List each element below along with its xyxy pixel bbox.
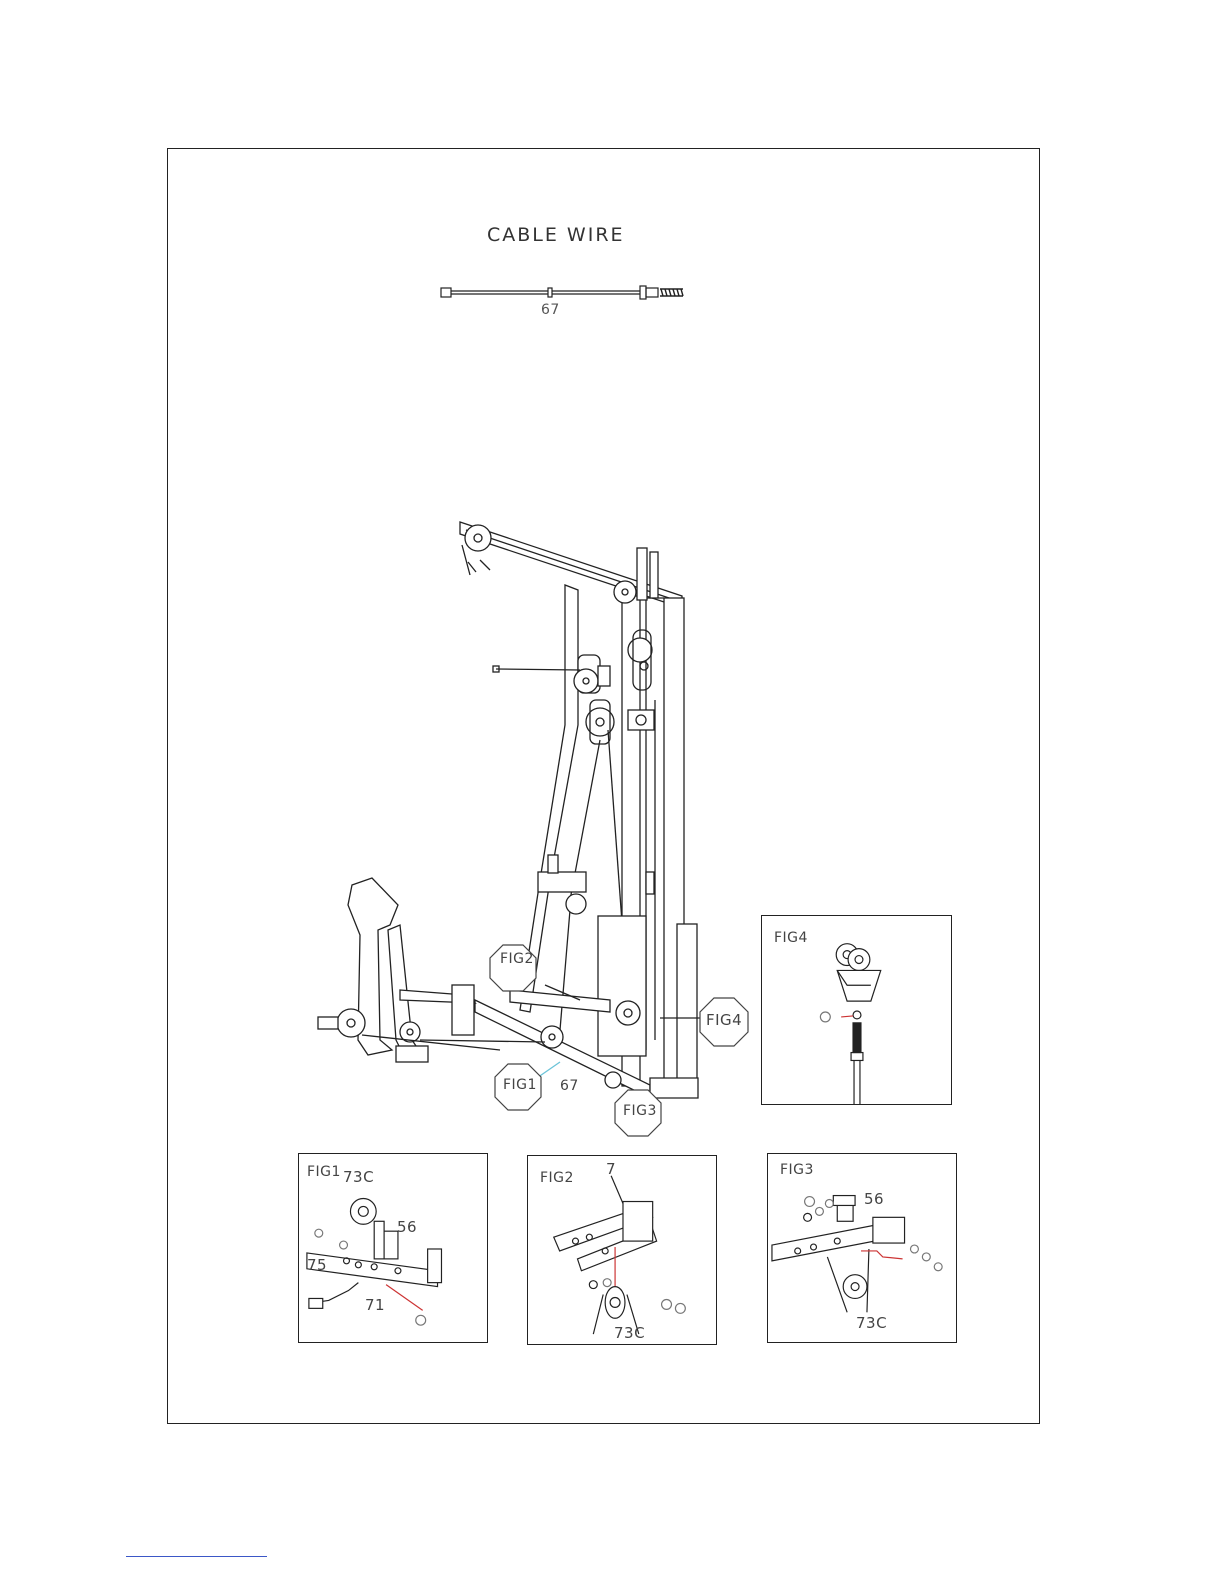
callout-cable-67: 67 — [560, 1078, 579, 1094]
callout-fig1: FIG1 — [503, 1077, 537, 1093]
fig2-part-7: 7 — [606, 1160, 616, 1178]
fig1-part-71: 71 — [365, 1296, 385, 1314]
fig2-part-73c: 73C — [614, 1324, 645, 1342]
callout-fig4: FIG4 — [706, 1011, 742, 1029]
fig2-label: FIG2 — [540, 1170, 574, 1186]
fig4-detail: FIG4 — [761, 915, 952, 1105]
fig2-detail: FIG2 7 73C — [527, 1155, 717, 1345]
fig3-part-56: 56 — [864, 1190, 884, 1208]
fig4-label: FIG4 — [774, 930, 808, 946]
footer-link-underline — [126, 1556, 267, 1557]
callout-fig3: FIG3 — [623, 1103, 657, 1119]
fig1-part-56: 56 — [397, 1218, 417, 1236]
fig1-drawing — [299, 1154, 487, 1342]
fig3-detail: FIG3 56 73C — [767, 1153, 957, 1343]
fig1-label: FIG1 — [307, 1164, 341, 1180]
cable-wire-illustration — [441, 286, 683, 299]
gym-machine — [318, 522, 708, 1098]
fig1-part-75: 75 — [307, 1256, 327, 1274]
fig3-part-73c: 73C — [856, 1314, 887, 1332]
fig1-part-73c: 73C — [343, 1168, 374, 1186]
fig3-label: FIG3 — [780, 1162, 814, 1178]
cable-part-number: 67 — [541, 302, 560, 318]
callout-fig2: FIG2 — [500, 951, 534, 967]
fig1-detail: FIG1 73C 56 75 71 — [298, 1153, 488, 1343]
